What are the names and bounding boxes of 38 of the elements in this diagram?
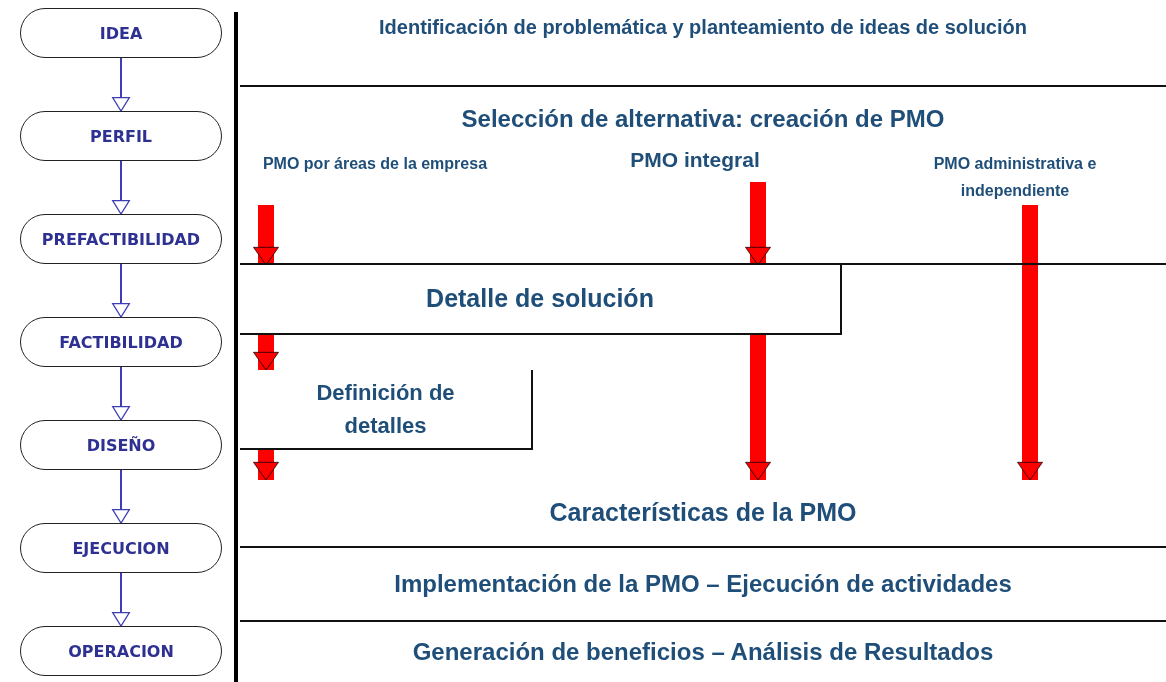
- arrow: [1017, 205, 1043, 481]
- option-label: PMO por áreas de la empresa: [250, 150, 500, 205]
- option-label: PMO administrativa e independiente: [900, 150, 1130, 205]
- step-title: Definición de detalles: [315, 379, 456, 440]
- phase-pill: [20, 214, 222, 264]
- arrow: [112, 469, 130, 524]
- phase-pill: [20, 626, 222, 676]
- option-label: PMO integral: [600, 142, 790, 182]
- phase-pill: [20, 523, 222, 573]
- band-title: Selección de alternativa: creación de PMO: [461, 104, 945, 134]
- arrow: [253, 335, 279, 371]
- arrow: [112, 263, 130, 318]
- phase-label: IDEA: [99, 23, 143, 43]
- band-title: Implementación de la PMO – Ejecución de actividades: [394, 569, 1012, 599]
- phase-pill: [20, 8, 222, 58]
- phase-pill: [20, 317, 222, 367]
- step-box: [240, 265, 842, 335]
- arrow: [253, 450, 279, 481]
- phase-label: OPERACION: [68, 641, 174, 661]
- phase-pill: [20, 111, 222, 161]
- phase-label: DISEÑO: [86, 435, 156, 455]
- arrow: [745, 182, 771, 266]
- arrow: [112, 366, 130, 421]
- arrow: [745, 335, 771, 481]
- phase-pill: [20, 420, 222, 470]
- band-title: Identificación de problemática y planteamiento de ideas de solución: [379, 15, 1027, 40]
- phase-label: PREFACTIBILIDAD: [41, 229, 201, 249]
- arrow: [112, 572, 130, 627]
- step-title: Detalle de solución: [426, 283, 654, 315]
- band-title: Generación de beneficios – Análisis de Resultados: [412, 637, 994, 667]
- phase-label: PERFIL: [89, 126, 153, 146]
- step-box: [240, 370, 533, 450]
- arrow: [112, 57, 130, 112]
- phase-label: EJECUCION: [72, 538, 170, 558]
- arrow: [112, 160, 130, 215]
- arrow: [253, 205, 279, 266]
- phase-label: FACTIBILIDAD: [59, 332, 183, 352]
- band-title: Características de la PMO: [549, 497, 857, 529]
